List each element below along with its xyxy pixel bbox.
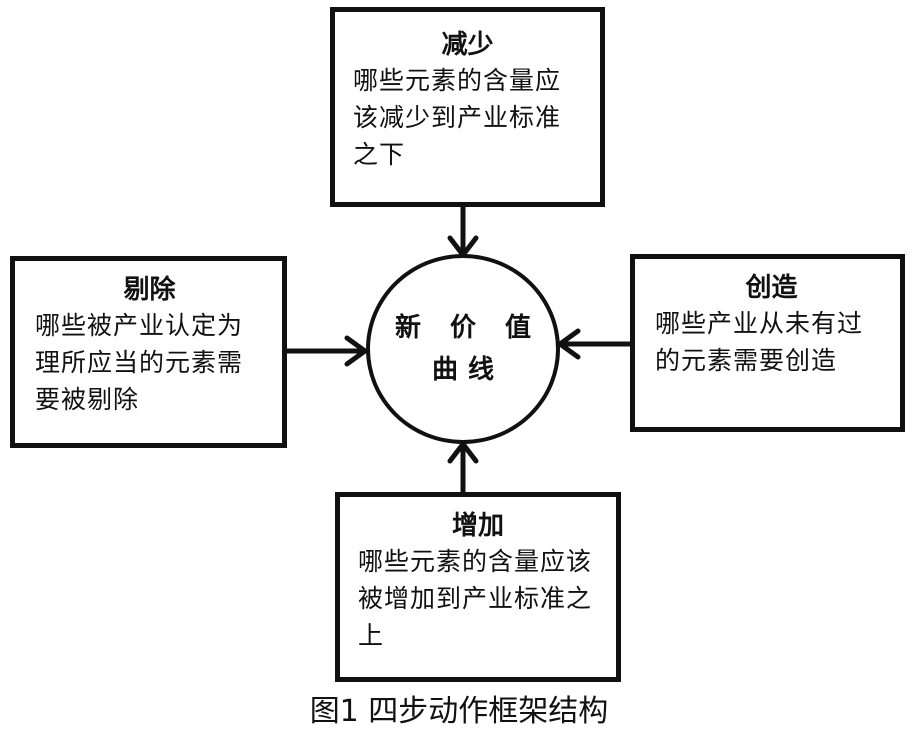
raise-title: 增加	[451, 511, 504, 541]
raise-box: 增加 哪些元素的含量应该被增加到产业标准之上	[335, 492, 621, 682]
create-title: 创造	[745, 273, 798, 303]
eliminate-description: 哪些被产业认定为理所应当的元素需要被剔除	[35, 311, 244, 414]
arrow-top-to-center	[447, 204, 479, 258]
reduce-description: 哪些元素的含量应该减少到产业标准之下	[353, 66, 562, 169]
arrow-bottom-to-center	[447, 441, 479, 495]
create-box: 创造 哪些产业从未有过的元素需要创造	[630, 254, 905, 432]
create-description: 哪些产业从未有过的元素需要创造	[655, 309, 864, 375]
center-label-line2: 曲线	[431, 355, 504, 385]
reduce-title: 减少	[441, 30, 494, 60]
arrow-left-to-center	[284, 335, 368, 367]
eliminate-title: 剔除	[123, 275, 176, 305]
center-label-line1: 新 价 值	[394, 313, 542, 343]
figure-caption: 图1 四步动作框架结构	[309, 694, 609, 729]
arrow-right-to-center	[557, 328, 633, 360]
raise-description: 哪些元素的含量应该被增加到产业标准之上	[358, 547, 593, 650]
eliminate-box: 剔除 哪些被产业认定为理所应当的元素需要被剔除	[10, 256, 287, 448]
reduce-box: 减少 哪些元素的含量应该减少到产业标准之下	[330, 7, 605, 207]
